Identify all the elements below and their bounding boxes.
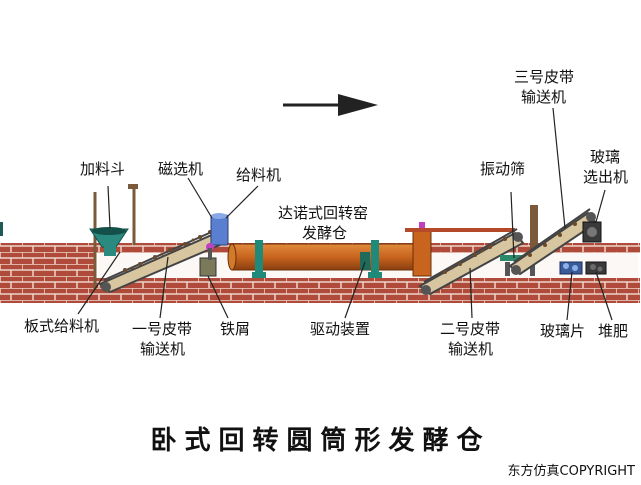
diagram-title: 卧式回转圆筒形发酵仓 — [150, 426, 491, 456]
rotary-kiln — [227, 222, 515, 278]
compost-pile — [585, 261, 607, 275]
label-belt2-line2: 输送机 — [448, 340, 494, 358]
label-belt1-line2: 输送机 — [140, 340, 186, 358]
label-feeder: 给料机 — [236, 166, 282, 184]
flow-arrow-icon — [283, 94, 378, 116]
glass-pieces-pile — [559, 261, 583, 275]
label-compost-pile: 堆肥 — [598, 322, 629, 340]
belt-conveyor-2 — [418, 228, 525, 296]
label-drive-unit: 驱动装置 — [310, 320, 371, 338]
copyright-note: 东方仿真COPYRIGHT — [507, 464, 635, 479]
label-iron-scrap: 铁屑 — [220, 320, 251, 338]
label-plate-feeder: 板式给料机 — [24, 317, 100, 335]
label-belt3-line1: 三号皮带 — [514, 68, 575, 86]
leader-lines — [77, 107, 613, 321]
label-belt1-line1: 一号皮带 — [132, 320, 193, 338]
label-kiln-line1: 达诺式回转窑 — [278, 204, 369, 222]
label-hopper: 加料斗 — [80, 160, 126, 178]
hopper — [89, 184, 138, 290]
label-glass-out-line2: 选出机 — [583, 168, 629, 186]
left-edge-marker — [0, 222, 3, 236]
label-belt3-line2: 输送机 — [521, 88, 567, 106]
label-glass-out-line1: 玻璃 — [590, 148, 621, 166]
label-belt2-line1: 二号皮带 — [440, 320, 501, 338]
label-vibrating-screen: 振动筛 — [480, 160, 526, 178]
label-glass-pieces: 玻璃片 — [540, 322, 586, 340]
glass-separator — [582, 221, 602, 243]
label-kiln-line2: 发酵仓 — [302, 224, 348, 242]
label-magnetic-separator: 磁选机 — [158, 160, 204, 178]
